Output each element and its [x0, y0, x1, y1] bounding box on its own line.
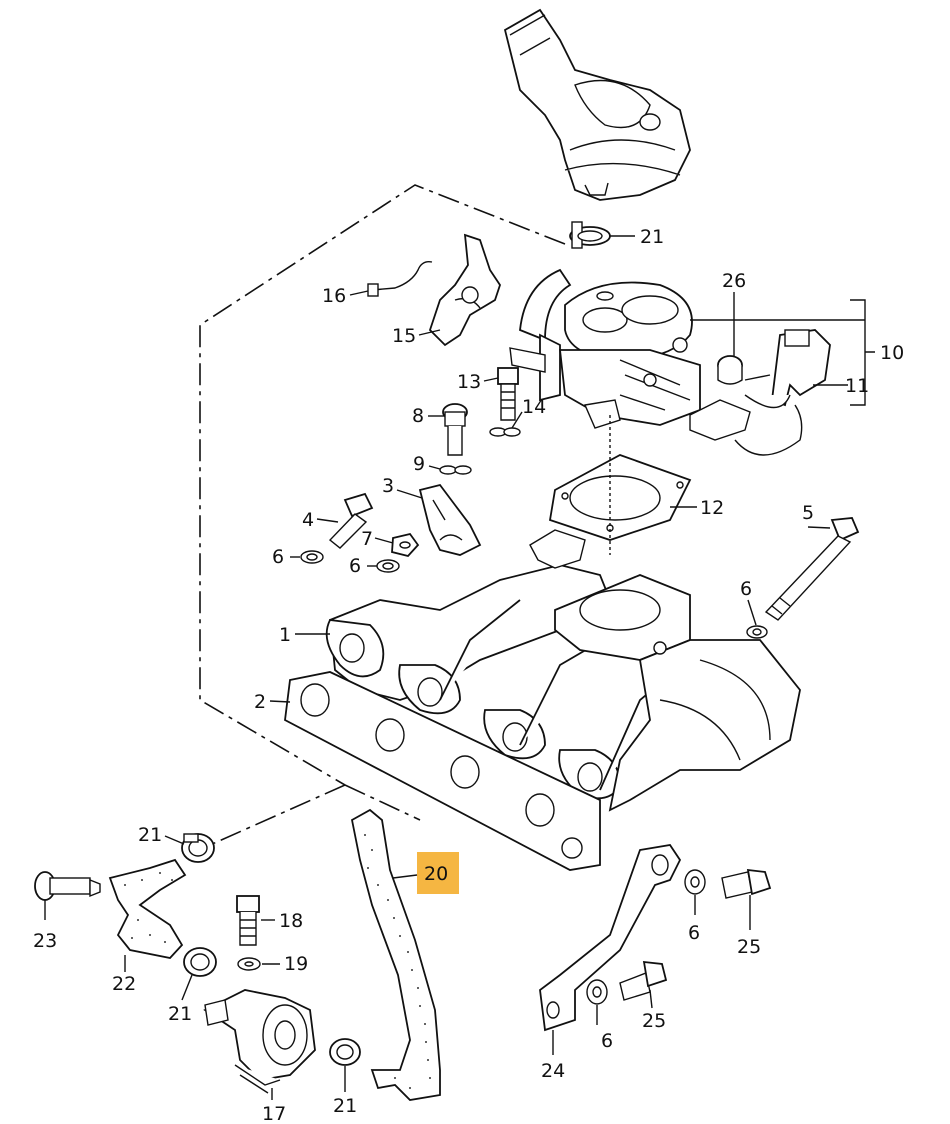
callout-labels: 21 26 16 15 10 13 11 14 8 9 3 12 4 5 7 6…	[33, 226, 904, 1124]
label-6-a: 6	[272, 546, 284, 568]
label-17: 17	[262, 1103, 286, 1124]
label-18: 18	[279, 910, 303, 932]
label-21-left: 21	[138, 824, 162, 846]
label-14: 14	[522, 396, 546, 418]
sensor-11	[689, 329, 831, 456]
washer-6-lower-a	[684, 869, 706, 895]
assembly-outline	[199, 184, 566, 846]
rod-16	[367, 260, 433, 297]
nut-7	[391, 532, 420, 558]
intake-elbow	[503, 8, 691, 201]
washers-9	[439, 465, 472, 475]
label-6-b: 6	[349, 555, 361, 577]
bolt-25-b	[619, 960, 668, 1001]
label-6-d: 6	[688, 922, 700, 944]
hose-clamp-top	[569, 221, 611, 249]
fitting-23	[34, 871, 101, 901]
bolt-25-a	[721, 868, 772, 899]
label-4: 4	[302, 509, 314, 531]
label-3: 3	[382, 475, 394, 497]
clamp-21-bottom	[329, 1038, 361, 1066]
washers-14	[489, 427, 521, 437]
intake-manifold	[325, 529, 801, 812]
washer-6-left	[300, 550, 324, 564]
washer-19	[237, 957, 261, 971]
label-23: 23	[33, 930, 57, 952]
part-20-highlight	[417, 852, 459, 894]
label-2: 2	[254, 691, 266, 713]
label-11: 11	[845, 375, 869, 397]
gasket-12	[548, 454, 692, 541]
washer-6-center	[376, 559, 400, 573]
label-25-b: 25	[642, 1010, 666, 1032]
washer-6-lower-b	[586, 979, 608, 1005]
label-5: 5	[802, 502, 814, 524]
label-8: 8	[412, 405, 424, 427]
clamp-21-mid	[183, 947, 217, 977]
label-19: 19	[284, 953, 308, 975]
label-6-c: 6	[740, 578, 752, 600]
label-9: 9	[413, 453, 425, 475]
label-10: 10	[880, 342, 904, 364]
bracket-3	[418, 483, 482, 556]
throttle-body	[509, 268, 701, 429]
label-15: 15	[392, 325, 416, 347]
label-12: 12	[700, 497, 724, 519]
bolt-18	[236, 895, 260, 946]
label-26: 26	[722, 270, 746, 292]
bolt-8	[442, 403, 468, 456]
leader-lines	[44, 235, 875, 1100]
label-25-a: 25	[737, 936, 761, 958]
bracket-24	[539, 844, 682, 1032]
label-1: 1	[279, 624, 291, 646]
hose-20	[350, 808, 441, 1101]
bolt-4	[328, 492, 374, 549]
label-21-mid: 21	[168, 1003, 192, 1025]
linkage-15	[428, 233, 501, 347]
label-13: 13	[457, 371, 481, 393]
label-22: 22	[112, 973, 136, 995]
valve-17	[203, 989, 316, 1094]
plug-26	[717, 355, 743, 385]
screw-13	[497, 367, 519, 421]
manifold-gasket-2	[284, 671, 601, 871]
washer-6-right	[746, 625, 768, 639]
label-24: 24	[541, 1060, 565, 1082]
bolt-5	[764, 517, 860, 621]
label-21-bottom: 21	[333, 1095, 357, 1117]
hose-22	[108, 858, 187, 959]
label-6-e: 6	[601, 1030, 613, 1052]
label-20: 20	[424, 863, 448, 885]
label-7: 7	[361, 528, 373, 550]
label-16: 16	[322, 285, 346, 307]
clamp-21-left	[181, 833, 215, 863]
label-21-top: 21	[640, 226, 664, 248]
